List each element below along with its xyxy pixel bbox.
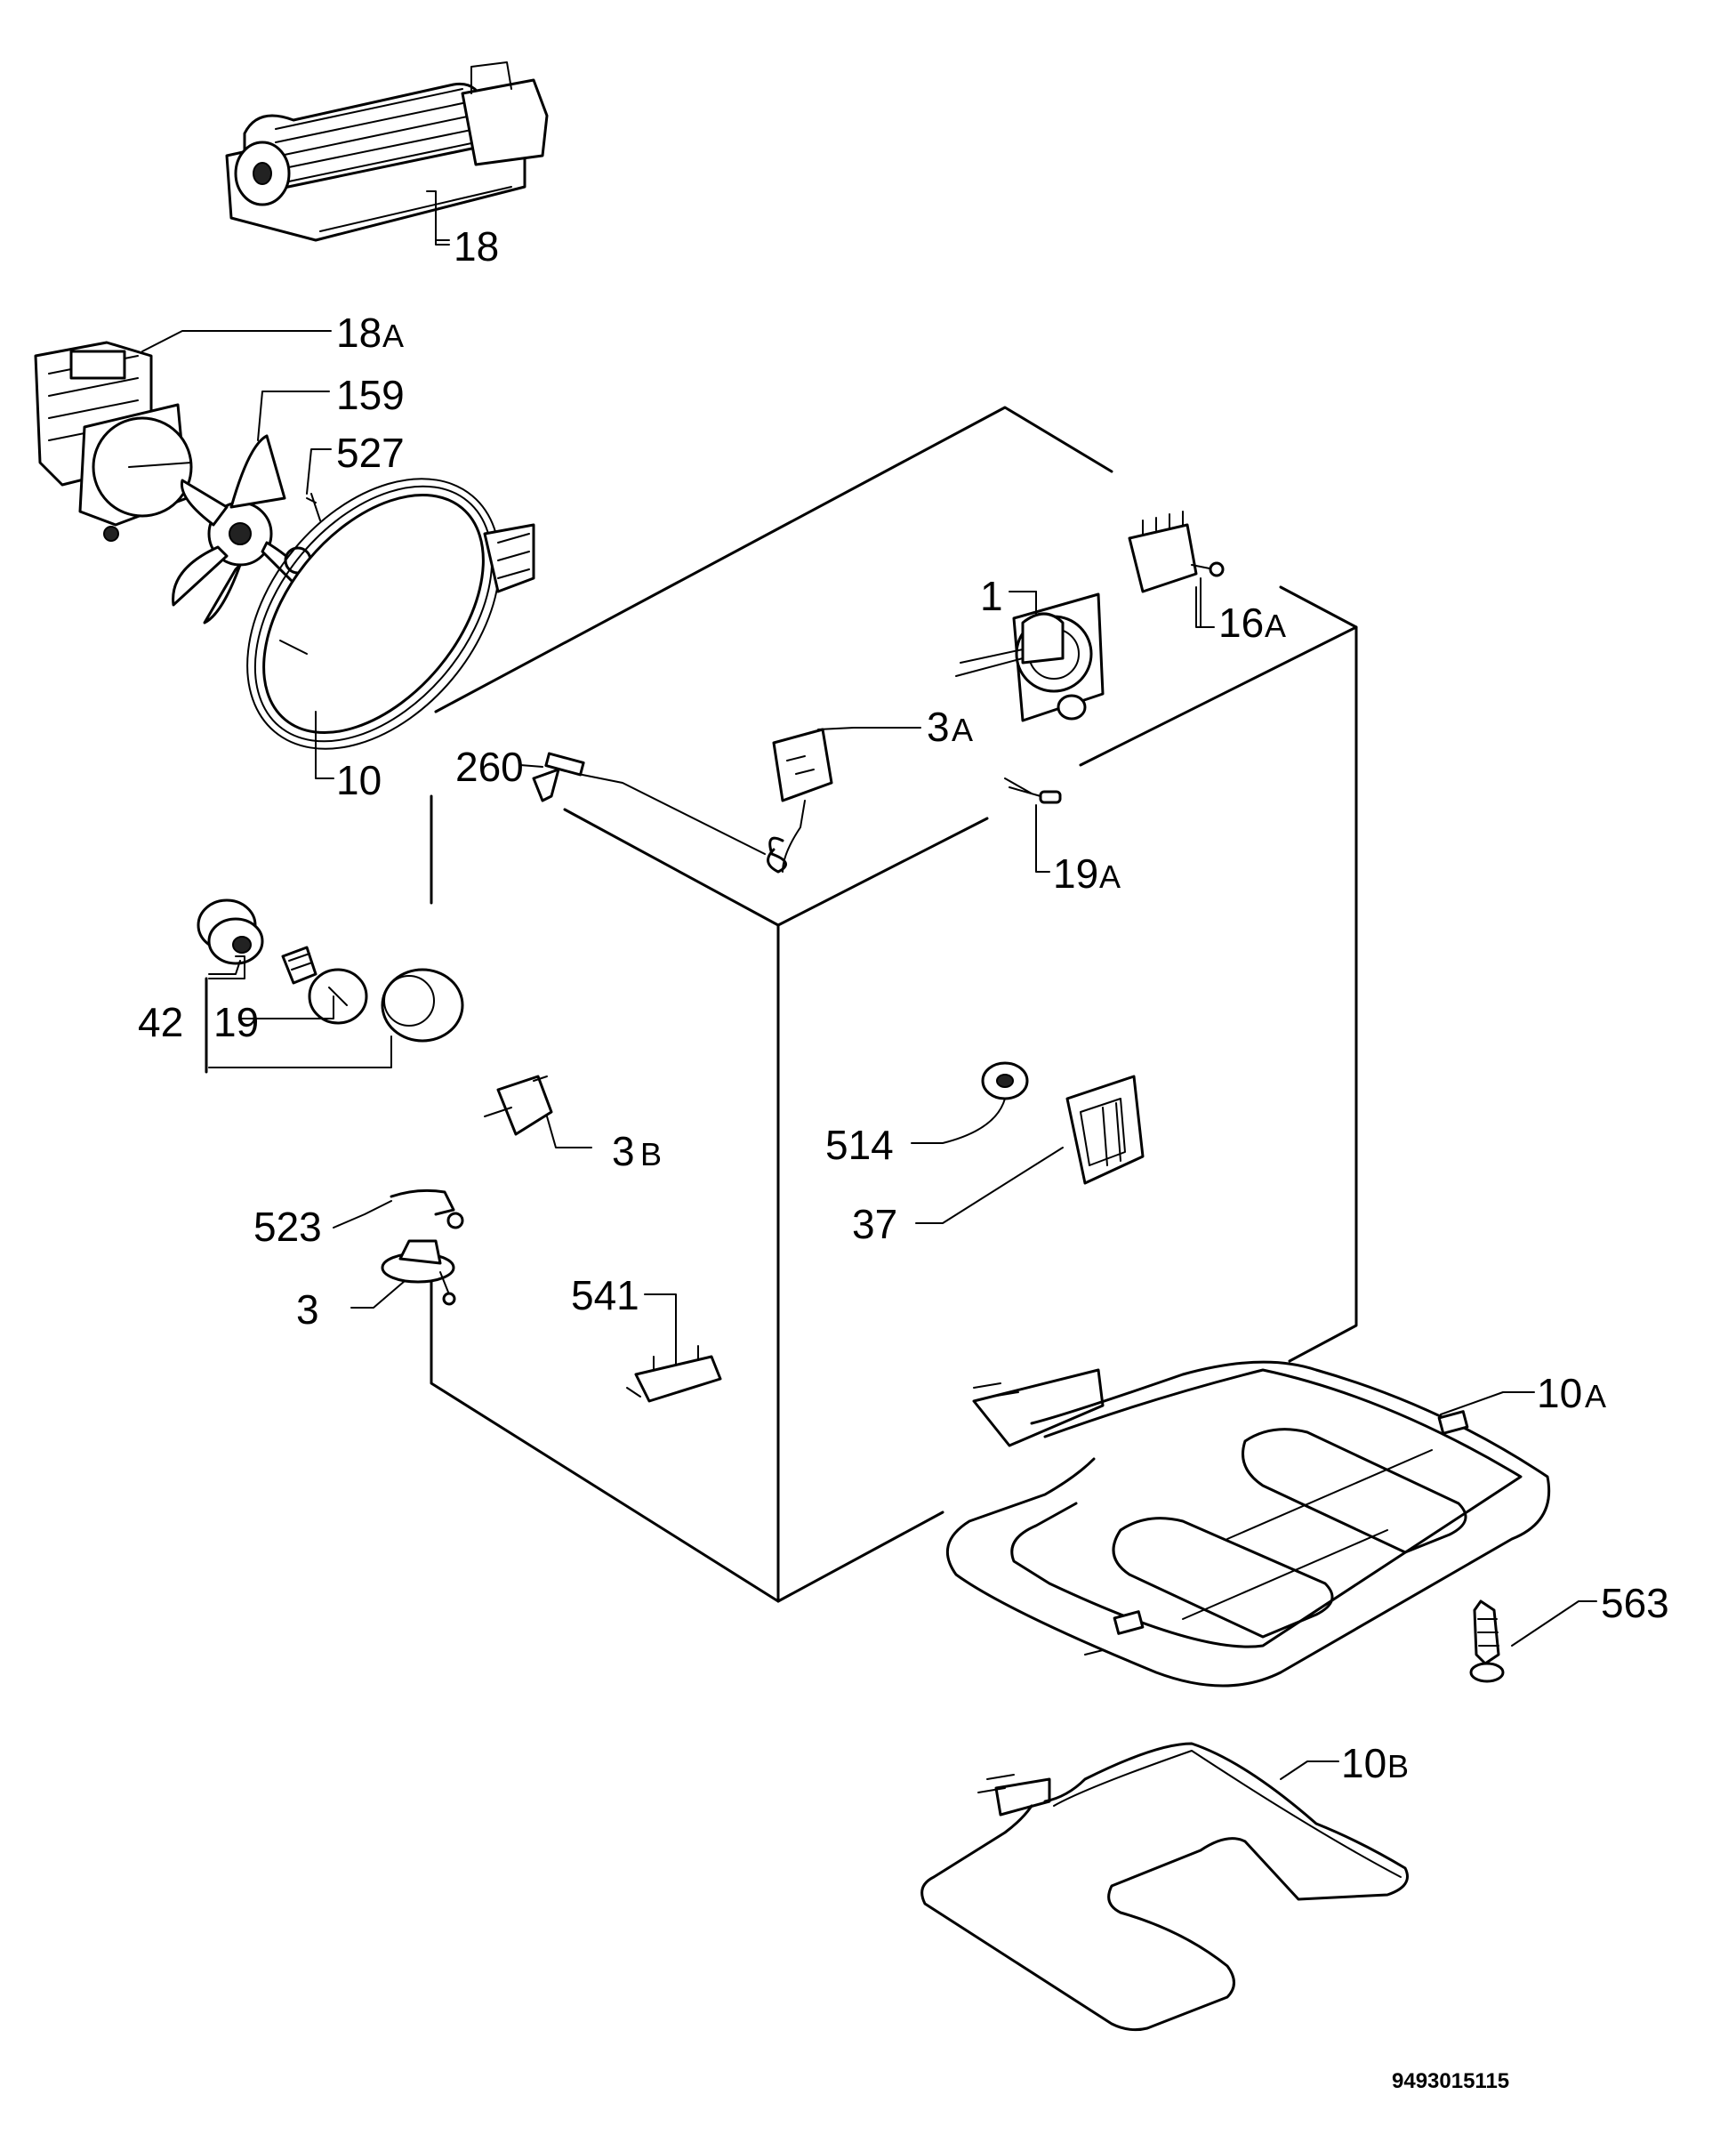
part-tangential-fan [225, 61, 549, 242]
part-timer [955, 592, 1105, 722]
callout-labels: 18 18 A 159 527 1 16 A 10 260 3 A 19 A 4… [138, 223, 1669, 2093]
document-number: 9493015115 [1392, 2069, 1509, 2093]
oven-cabinet-outline [430, 406, 1358, 1603]
callout-3a-number: 3 [927, 704, 950, 750]
callout-10: 10 [336, 757, 382, 803]
part-lamp-cover [381, 968, 464, 1043]
callout-18a-number: 18 [336, 310, 382, 356]
part-thermostat [532, 728, 833, 874]
callout-16a-suffix: A [1265, 608, 1286, 644]
part-spacer-foot [1469, 1599, 1505, 1683]
leader-lines [141, 190, 1597, 1780]
callout-3b-suffix: B [640, 1136, 662, 1172]
callout-10b-number: 10 [1341, 1740, 1386, 1786]
part-circular-element [246, 478, 535, 750]
callout-16a-number: 16 [1218, 600, 1264, 646]
part-lamp-bulb [281, 946, 368, 1025]
callout-18: 18 [454, 223, 499, 270]
callout-10b-suffix: B [1387, 1748, 1409, 1785]
part-lamp-holder [197, 898, 264, 965]
callout-541: 541 [571, 1272, 639, 1318]
part-fan-blade [172, 434, 321, 624]
callout-3: 3 [296, 1286, 319, 1333]
part-bushing [981, 1061, 1029, 1100]
callout-159: 159 [336, 372, 405, 418]
part-thermal-cutout [381, 1239, 456, 1306]
callout-260: 260 [455, 744, 524, 790]
callout-19: 19 [213, 999, 259, 1045]
part-door-switch [1065, 1075, 1145, 1185]
part-sensor-probe [1004, 777, 1062, 804]
part-terminal-block [484, 1075, 553, 1136]
part-bottom-element [920, 1742, 1409, 2032]
callout-42: 42 [138, 999, 183, 1045]
callout-523: 523 [253, 1204, 322, 1250]
callout-19a-number: 19 [1053, 850, 1098, 897]
callout-19a-suffix: A [1099, 858, 1121, 895]
callout-3b-number: 3 [612, 1128, 635, 1174]
part-selector-switch [1128, 511, 1225, 593]
part-cutout-clip [390, 1188, 464, 1229]
part-grill-element [946, 1360, 1551, 1688]
part-connector-block [626, 1345, 722, 1403]
callout-10a-suffix: A [1585, 1378, 1606, 1414]
callout-527: 527 [336, 430, 405, 476]
callout-37: 37 [852, 1201, 897, 1247]
callout-3a-suffix: A [952, 712, 973, 748]
callout-10a-number: 10 [1537, 1370, 1582, 1416]
callout-18a-suffix: A [382, 318, 404, 354]
callout-1: 1 [980, 573, 1003, 619]
callout-514: 514 [825, 1122, 894, 1168]
callout-563: 563 [1601, 1580, 1669, 1626]
part-fan-motor [34, 341, 193, 542]
